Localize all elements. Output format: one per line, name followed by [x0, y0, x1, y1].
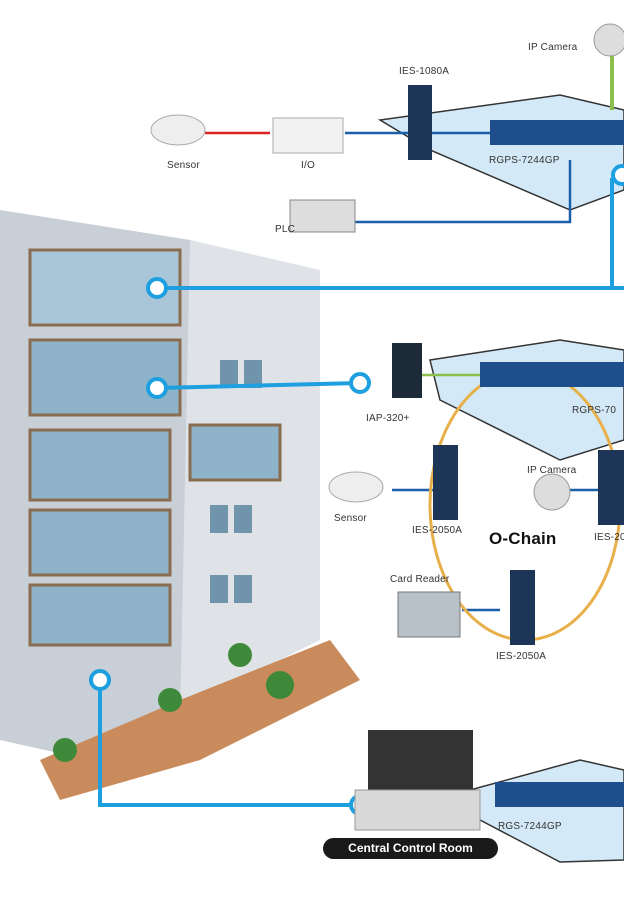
blue-links: [98, 178, 624, 807]
label-ies-2050a-left: IES-2050A: [412, 525, 463, 536]
label-card-reader: Card Reader: [390, 574, 450, 585]
platform-middle: [429, 339, 624, 461]
label-ies-2050a-bottom: IES-2050A: [496, 651, 547, 662]
building: [0, 210, 360, 800]
label-ip-camera-top: IP Camera: [528, 42, 578, 53]
label-rgps-7244gp: RGPS-7244GP: [489, 155, 560, 166]
label-sensor-top: Sensor: [167, 160, 200, 171]
label-io: I/O: [301, 160, 315, 171]
label-rgs-7244gp: RGS-7244GP: [498, 821, 562, 832]
label-iap-320: IAP-320+: [366, 413, 410, 424]
label-ip-camera-middle: IP Camera: [527, 465, 577, 476]
label-sensor-middle: Sensor: [334, 513, 367, 524]
devices: [150, 23, 624, 831]
label-o-chain: O-Chain: [489, 529, 557, 548]
label-ies-1080a: IES-1080A: [399, 66, 450, 77]
label-rgps-70: RGPS-70: [572, 405, 617, 416]
central-control-room-label: Central Control Room: [323, 838, 498, 859]
label-plc: PLC: [275, 224, 296, 235]
label-ies-20-right: IES-20: [594, 532, 624, 543]
